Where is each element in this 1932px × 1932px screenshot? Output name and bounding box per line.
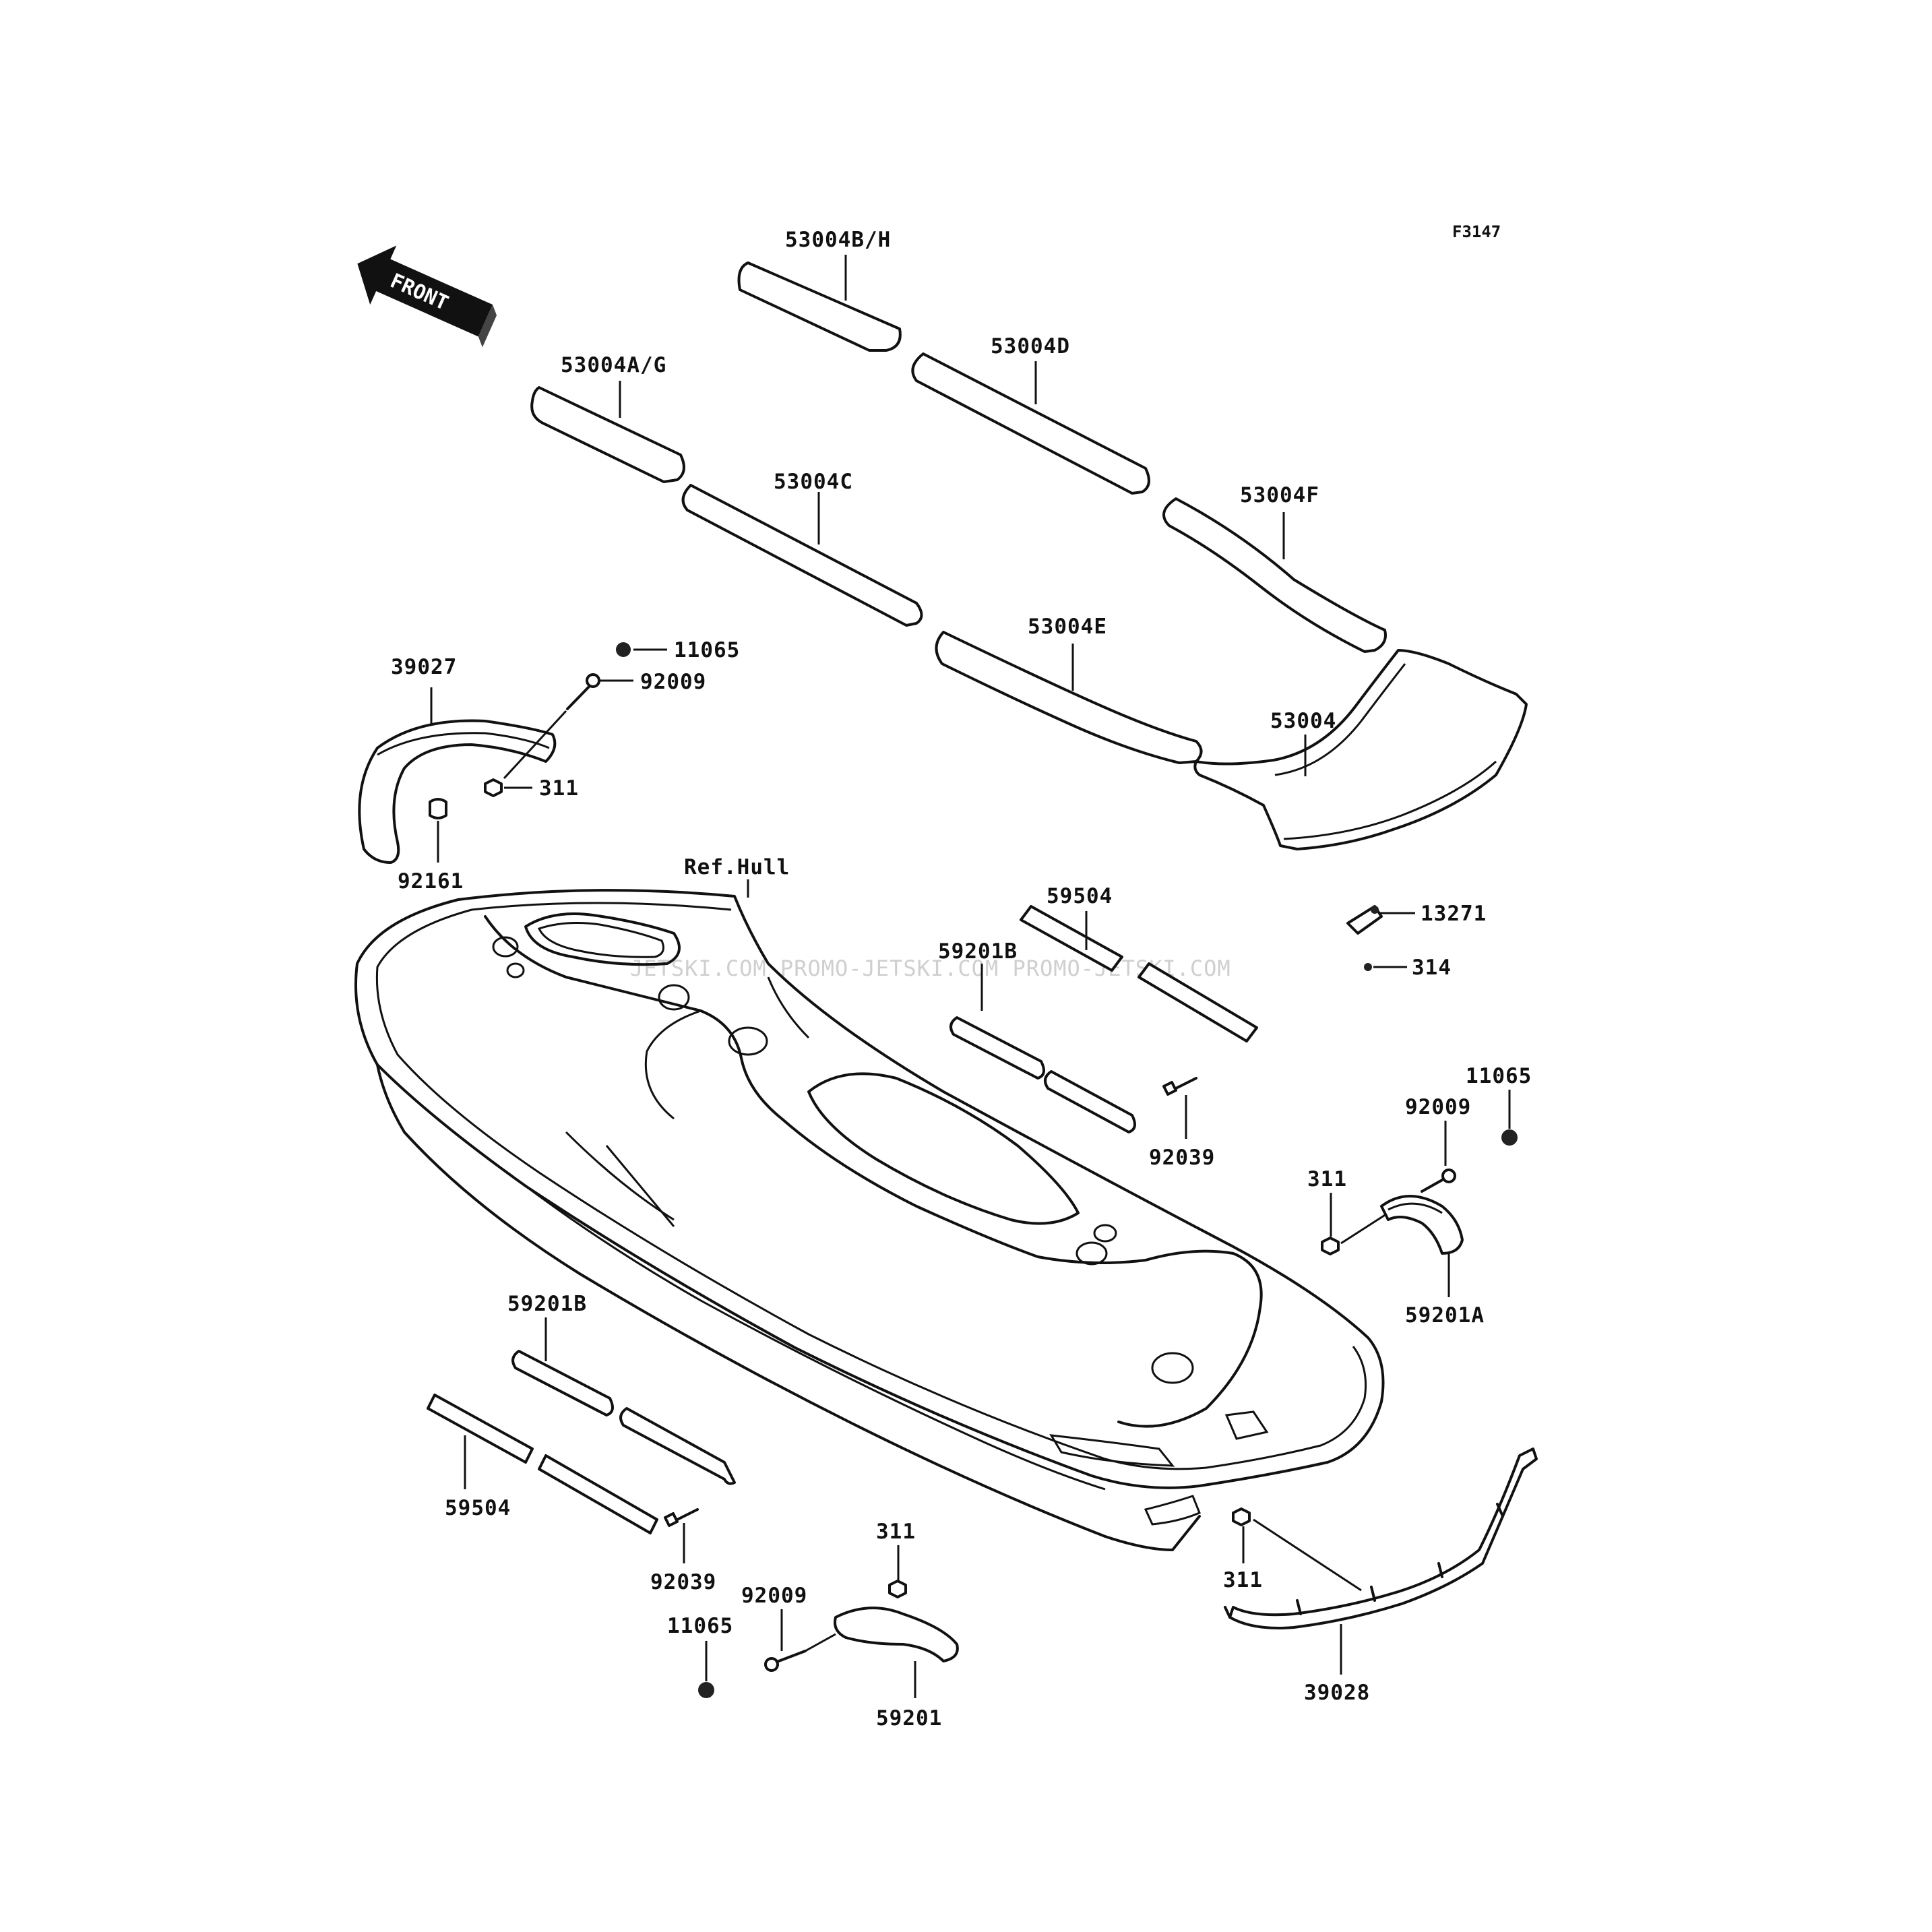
label-39027: 39027 bbox=[391, 655, 457, 679]
guard-59201A bbox=[1380, 1195, 1464, 1297]
mat-53004F bbox=[1162, 497, 1387, 653]
label-59201B-upper: 59201B bbox=[938, 939, 1018, 964]
bumper-39027 bbox=[358, 687, 557, 864]
watermark: JETSKI.COM PROMO-JETSKI.COM PROMO-JETSKI… bbox=[630, 956, 1231, 981]
label-13271: 13271 bbox=[1421, 902, 1487, 926]
label-53004BH: 53004B/H bbox=[785, 228, 891, 252]
label-92009-top: 92009 bbox=[640, 670, 706, 694]
label-59201A: 59201A bbox=[1405, 1303, 1485, 1328]
strip-59201B-lower bbox=[511, 1350, 736, 1485]
label-311-rail: 311 bbox=[1223, 1568, 1263, 1592]
figure-code: F3147 bbox=[1452, 222, 1501, 241]
rivet-92039-lower-icon bbox=[664, 1508, 699, 1563]
bracket-13271-icon bbox=[1346, 905, 1415, 935]
nut-11065-bottom-icon bbox=[698, 1682, 714, 1698]
label-53004AG: 53004A/G bbox=[561, 353, 666, 377]
nut-314-icon bbox=[1364, 963, 1372, 971]
label-59504-upper: 59504 bbox=[1047, 884, 1113, 908]
strip-59504-upper bbox=[1020, 905, 1258, 1042]
mat-53004C bbox=[681, 484, 923, 627]
rivet-92039-upper-icon bbox=[1162, 1077, 1197, 1139]
label-53004F: 53004F bbox=[1240, 483, 1319, 507]
mat-53004D bbox=[911, 352, 1150, 495]
nut-311-bottom-icon bbox=[888, 1580, 907, 1598]
bolt-92009-top-icon bbox=[503, 673, 600, 780]
mat-53004-rear bbox=[1193, 649, 1528, 850]
nut-11065-right-icon bbox=[1501, 1129, 1518, 1146]
label-59201: 59201 bbox=[876, 1706, 942, 1731]
nut-311-rail-icon bbox=[1232, 1507, 1251, 1526]
label-ref-hull: Ref.Hull bbox=[684, 855, 790, 879]
label-92009-bottom: 92009 bbox=[741, 1584, 807, 1608]
hull bbox=[354, 889, 1385, 1551]
label-311-right: 311 bbox=[1307, 1167, 1347, 1191]
cap-92161-icon bbox=[429, 798, 447, 819]
strip-59504-lower bbox=[427, 1394, 658, 1534]
label-53004C: 53004C bbox=[774, 470, 853, 494]
mat-53004BH bbox=[737, 255, 902, 352]
label-92039-lower: 92039 bbox=[650, 1570, 716, 1594]
label-311-top: 311 bbox=[539, 776, 579, 801]
label-11065-right: 11065 bbox=[1466, 1064, 1532, 1088]
label-92161: 92161 bbox=[398, 869, 464, 894]
label-314: 314 bbox=[1412, 956, 1452, 980]
front-arrow-icon: FRONT bbox=[357, 245, 497, 348]
nut-311-right-icon bbox=[1321, 1237, 1340, 1255]
label-11065-bottom: 11065 bbox=[667, 1614, 733, 1638]
label-11065-top: 11065 bbox=[674, 638, 740, 662]
label-39028: 39028 bbox=[1304, 1681, 1370, 1705]
label-59201B-lower: 59201B bbox=[507, 1292, 587, 1316]
label-92039-upper: 92039 bbox=[1149, 1146, 1215, 1170]
label-53004D: 53004D bbox=[991, 334, 1070, 359]
label-92009-right: 92009 bbox=[1405, 1095, 1471, 1119]
label-59504-lower: 59504 bbox=[445, 1496, 511, 1520]
rail-39028 bbox=[1224, 1447, 1538, 1675]
bolt-92009-right-icon bbox=[1421, 1168, 1456, 1193]
nut-11065-top-icon bbox=[616, 642, 631, 657]
bolt-92009-bottom-icon bbox=[764, 1633, 836, 1672]
label-311-bottom: 311 bbox=[876, 1520, 916, 1544]
strip-59201B-upper bbox=[949, 964, 1136, 1133]
mat-53004E bbox=[935, 631, 1203, 764]
mat-53004AG bbox=[530, 381, 685, 483]
label-53004: 53004 bbox=[1270, 709, 1336, 733]
label-53004E: 53004E bbox=[1028, 615, 1107, 639]
nut-311-top-icon bbox=[484, 778, 503, 797]
guard-59201 bbox=[834, 1607, 959, 1698]
